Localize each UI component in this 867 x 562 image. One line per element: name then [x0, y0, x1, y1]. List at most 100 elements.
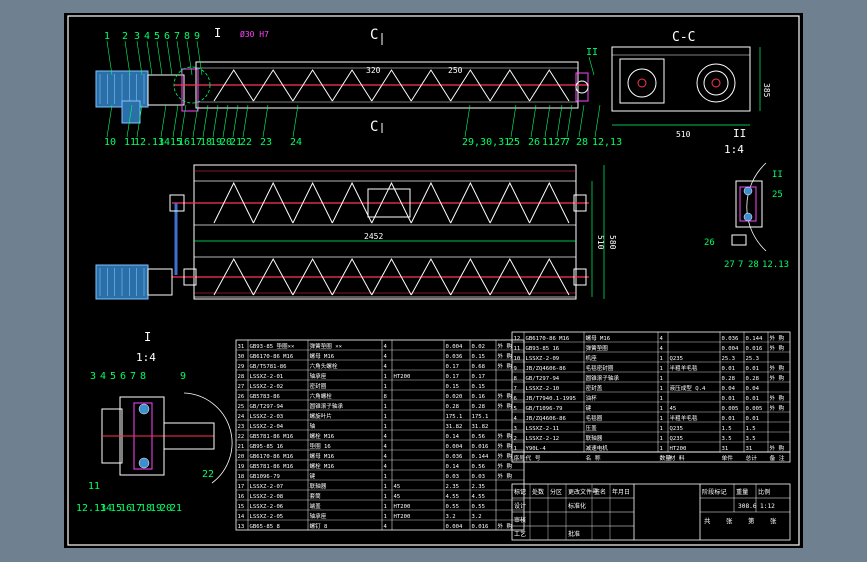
detail-ii-label-2: 26: [704, 238, 715, 248]
bom-left-cell: LSSXZ-2-08: [250, 494, 284, 500]
section-mark-top: C: [370, 27, 378, 43]
bom-header-cell: 材 料: [670, 454, 685, 462]
bom-left-cell: LSSXZ-2-04: [250, 424, 284, 430]
part-label-top-4: 5: [154, 31, 160, 42]
bom-left-cell: LSSXZ-2-01: [250, 374, 284, 380]
bom-right-cell: 毛毯圈: [586, 414, 603, 422]
title-block: 标记处数分区更改文件号签名年月日设计标准化审核工艺批准阶段标记重量308.6比例…: [511, 483, 791, 541]
part-label-bottom-12: 23: [260, 137, 272, 148]
leader-line: [232, 104, 239, 138]
bom-left-cell: 29: [238, 364, 245, 370]
bom-left-cell: 27: [238, 384, 245, 390]
bom-left-cell: 0.56: [472, 464, 485, 470]
detail-ii-label-0: II: [772, 170, 783, 180]
bom-right-cell: 压盖: [586, 424, 598, 432]
bom-header-cell: 总计: [746, 454, 758, 462]
title-block-cell: 标准化: [568, 502, 586, 510]
part-label-bottom-4: 15: [170, 137, 182, 148]
bom-left-cell: 外 购: [498, 352, 513, 360]
leader-line: [124, 40, 131, 76]
bom-left-cell: 175.1: [446, 414, 463, 420]
bom-left-cell: 0.14: [446, 464, 460, 470]
detail-i-marker: [173, 66, 211, 104]
right-part-label-bottom-7: 12,13: [592, 137, 622, 148]
part-label-top-7: 8: [184, 31, 190, 42]
bom-header-cell: 备 注: [770, 454, 785, 462]
bom-left-cell: GB6170-86 M16: [250, 354, 294, 360]
leader-line: [146, 40, 153, 76]
bom-header-border: [511, 451, 791, 463]
leader-line: [556, 104, 563, 138]
plan-gearbox: [147, 268, 173, 296]
bom-right-cell: 0.04: [722, 386, 736, 392]
title-block-right-header: 阶段标记: [702, 488, 727, 496]
bom-left-cell: 17: [238, 484, 245, 490]
bom-left-cell: 22: [238, 434, 245, 440]
bom-left-cell: 密封圈: [310, 382, 327, 390]
bom-left-cell: 30: [238, 354, 245, 360]
title-block-cell: 工艺: [514, 530, 526, 538]
bom-right-cell: 毛毯密封圈: [586, 364, 614, 372]
title-block-cell: 年月日: [612, 488, 630, 496]
detail-i-label-3: 6: [120, 371, 126, 382]
bom-left-cell: GB5781-86 M16: [250, 464, 294, 470]
bom-left-cell: 外 购: [498, 362, 513, 370]
leader-line: [176, 40, 183, 76]
bom-right-cell: 1: [514, 446, 517, 452]
bom-left-cell: 4: [384, 464, 388, 470]
part-label-top-5: 6: [164, 31, 170, 42]
bom-right-cell: 0.01: [746, 416, 759, 422]
bom-left-cell: 4: [384, 454, 388, 460]
bearing-block-left: [181, 68, 199, 112]
bom-left-cell: 外 购: [498, 452, 513, 460]
right-part-label-top-0: II: [586, 47, 598, 58]
title-block-cell: 分区: [550, 488, 562, 496]
bom-left-cell: 4: [384, 364, 388, 370]
bom-left-cell: 4: [384, 444, 388, 450]
bom-right-cell: GB/T297-94: [526, 376, 560, 382]
bom-left-cell: 4: [384, 344, 388, 350]
bom-right-cell: 3: [514, 426, 517, 432]
section-motor: [619, 58, 665, 104]
bom-right-cell: 外 购: [770, 374, 785, 382]
leader-line: [172, 104, 179, 138]
bom-right-cell: 1: [660, 426, 663, 432]
bom-left-cell: 4: [384, 524, 388, 530]
leader-line: [594, 104, 601, 138]
detail-i-label-1: 4: [100, 371, 106, 382]
bom-right-cell: 1: [660, 446, 663, 452]
bom-right-cell: 0.01: [722, 366, 735, 372]
bom-left-cell: 19: [238, 464, 245, 470]
section-view-cc: C-C 510 385: [611, 30, 771, 139]
title-block-sheet-info: 共: [704, 516, 711, 525]
detail-ii-label-1: 25: [772, 190, 783, 200]
detail-i-title: I: [144, 330, 151, 344]
bom-left-cell: 0.144: [472, 454, 489, 460]
bom-left-cell: 1: [384, 494, 387, 500]
bom-left-cell: 螺栓 M16: [310, 432, 335, 440]
bom-right-cell: HT200: [670, 446, 687, 452]
detail-i-label-10: 14: [100, 503, 112, 514]
bom-left-cell: HT200: [394, 374, 411, 380]
bom-left-cell: 1: [384, 374, 387, 380]
right-part-label-bottom-5: 7: [564, 137, 570, 148]
bom-left-cell: 14: [238, 514, 245, 520]
bom-right-cell: 0.005: [722, 406, 739, 412]
detail-i-label-8: 11: [88, 481, 100, 492]
bom-left-cell: 20: [238, 454, 245, 460]
section-screw: [696, 63, 736, 103]
bom-right-cell: 11: [514, 346, 521, 352]
screw-flight: [213, 69, 570, 102]
detail-i-label-4: 7: [130, 371, 136, 382]
bom-right-cell: 液压成型 Q.4: [670, 384, 706, 392]
part-label-bottom-0: 10: [104, 137, 116, 148]
bom-right-cell: 0.28: [746, 376, 760, 382]
bom-right-cell: 31: [746, 446, 753, 452]
bom-left-cell: 45: [394, 484, 401, 490]
bom-right-cell: 半粗羊毛毯: [670, 414, 698, 422]
bom-left-cell: 六角螺栓: [310, 392, 333, 400]
bom-left-cell: 0.28: [472, 404, 486, 410]
bom-left-cell: GB5783-86: [250, 394, 280, 400]
bom-left-cell: 外 购: [498, 522, 513, 530]
